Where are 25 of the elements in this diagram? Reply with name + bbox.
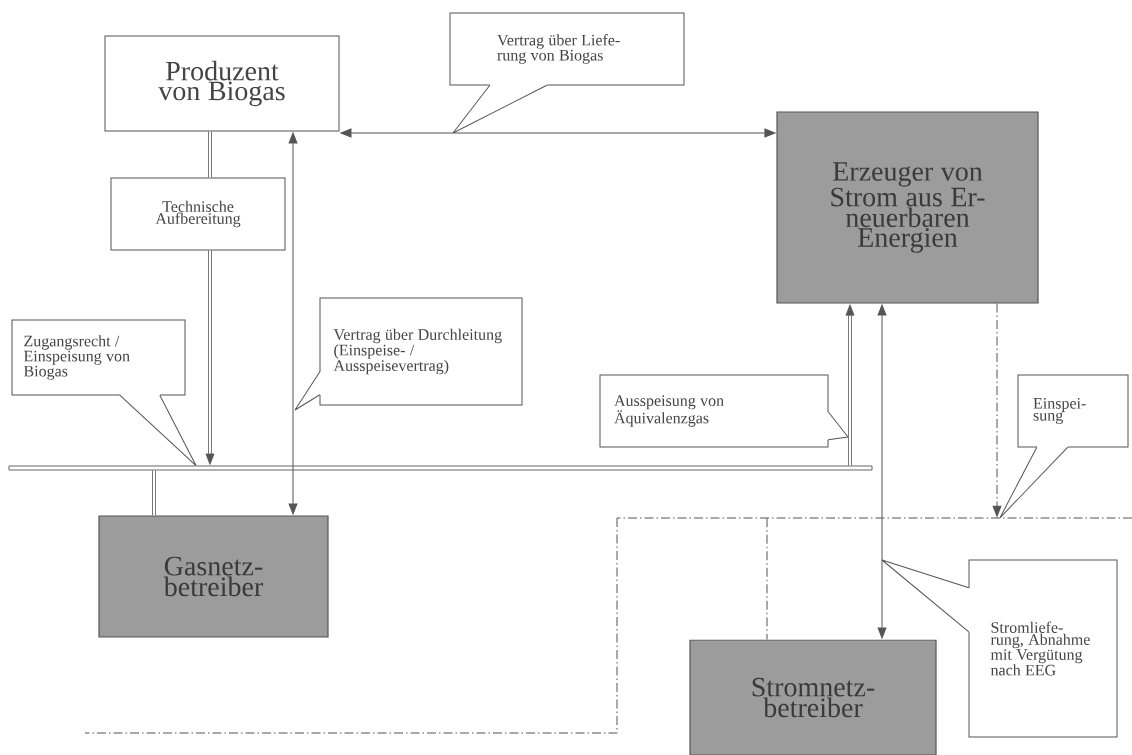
producer-box: Produzent von Biogas [104,35,340,132]
callout-box: Einspei- sung [1017,374,1129,448]
power-line [616,517,1132,519]
callout-box: Stromliefe- rung, Abnahme mit Vergütung nach EEG [968,559,1118,738]
operator-box: Stromnetz- betreiber [689,639,937,755]
leader-line [294,371,321,411]
arrow [288,132,298,515]
arrow [205,249,215,465]
leader-line [827,411,849,441]
leader-line [452,84,548,134]
arrow [845,304,855,467]
callout-box: Zugangsrecht / Einspeisung von Biogas [11,319,186,396]
leader-line [999,446,1069,519]
leader-line [119,394,197,467]
callout-box: Vertrag über Durchleitung (Einspeise- / Ausspeisevertrag) [319,297,523,406]
callout-box: Ausspeisung von Äquivalenzgas [599,374,829,448]
gas-pipeline [8,465,873,471]
arrow [877,304,887,639]
process-box: Technische Aufbereitung [110,177,286,251]
leader-line [881,559,970,633]
callout-box: Vertrag über Liefe- rung von Biogas [449,12,685,86]
producer-box: Erzeuger von Strom aus Er- neuerbaren Energien [776,111,1039,304]
arrow [340,128,776,138]
operator-box: Gasnetz- betreiber [98,515,329,638]
arrow [992,303,1002,517]
